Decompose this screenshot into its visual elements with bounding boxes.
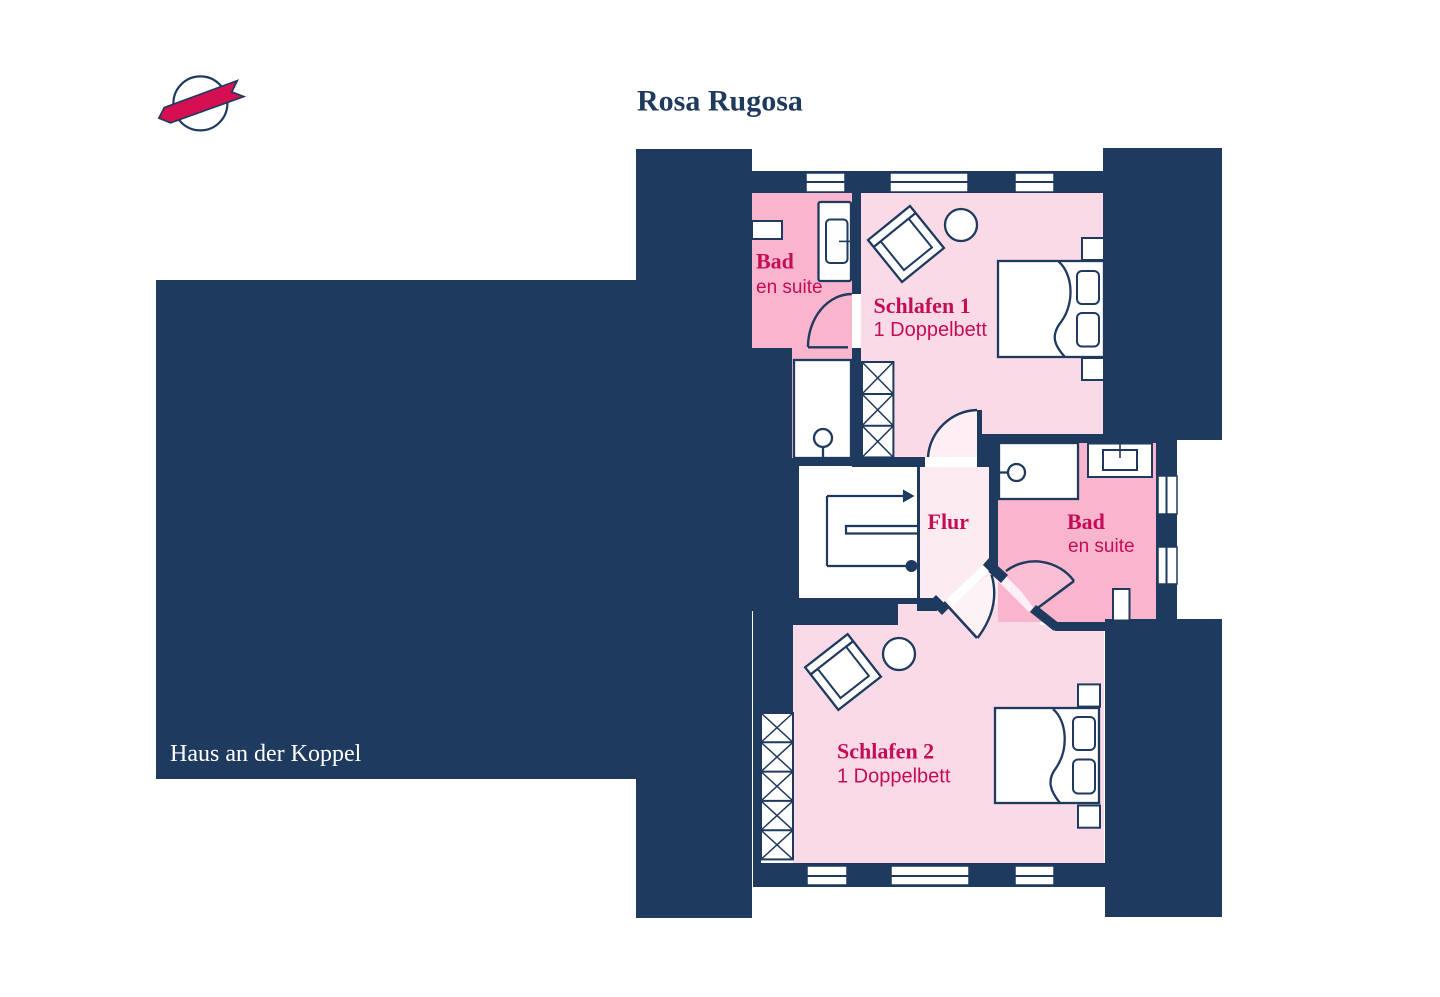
svg-text:Bad: Bad [1067, 509, 1105, 534]
svg-text:en suite: en suite [1068, 536, 1135, 557]
svg-text:1 Doppelbett: 1 Doppelbett [837, 766, 951, 788]
svg-text:Haus an der Koppel: Haus an der Koppel [170, 741, 362, 767]
svg-text:Bad: Bad [756, 249, 794, 274]
svg-text:en suite: en suite [756, 277, 823, 298]
svg-text:Schlafen 2: Schlafen 2 [837, 739, 934, 764]
svg-text:1 Doppelbett: 1 Doppelbett [874, 319, 988, 341]
svg-text:Flur: Flur [928, 509, 970, 534]
svg-text:Rosa Rugosa: Rosa Rugosa [637, 85, 803, 118]
svg-text:Schlafen 1: Schlafen 1 [874, 293, 971, 318]
